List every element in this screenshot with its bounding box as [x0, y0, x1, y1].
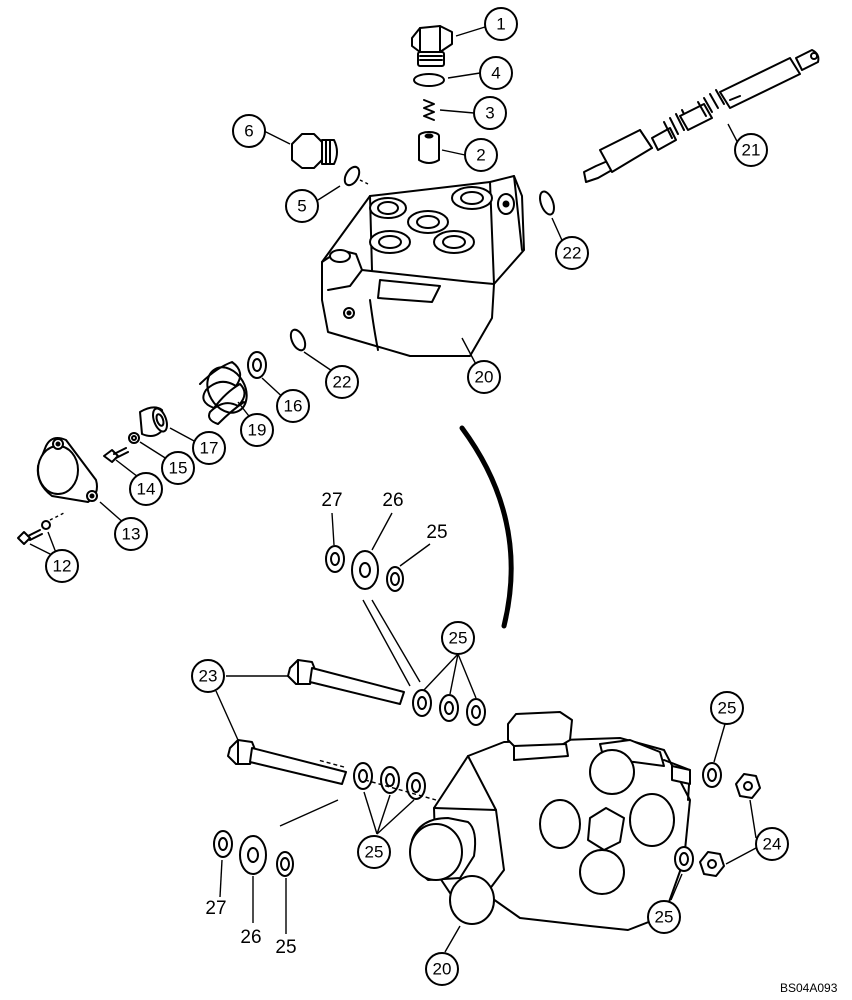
svg-text:24: 24	[763, 835, 782, 854]
callout-24: 24	[755, 827, 789, 861]
callout-22-right: 22	[555, 236, 589, 270]
washer-hole	[707, 768, 717, 782]
bushing-part-17	[139, 406, 168, 437]
svg-text:21: 21	[742, 141, 761, 160]
svg-text:1: 1	[496, 15, 505, 34]
leader-lines	[29, 26, 757, 953]
svg-text:20: 20	[475, 368, 494, 387]
o-ring-part-22-left	[289, 328, 307, 352]
poppet-part-2	[418, 131, 440, 164]
washer-part-15	[128, 432, 140, 444]
svg-text:2: 2	[476, 146, 485, 165]
drawing-code: BS04A093	[780, 981, 838, 995]
callout-15: 15	[161, 451, 195, 485]
valve-body-part-20-lower	[409, 711, 691, 931]
callout-3: 3	[473, 96, 507, 130]
nut-part-24-lower	[699, 851, 725, 877]
callout-22-left: 22	[325, 365, 359, 399]
svg-text:5: 5	[297, 197, 306, 216]
spring-part-3	[423, 99, 435, 121]
nut-part-24-upper	[735, 773, 761, 799]
valve-body-part-20-upper	[321, 175, 525, 357]
washer-group-upper	[325, 545, 404, 592]
callout-1: 1	[484, 7, 518, 41]
svg-text:23: 23	[199, 667, 218, 686]
svg-text:12: 12	[53, 557, 72, 576]
label-26-upper: 26	[382, 490, 403, 511]
callout-5: 5	[285, 189, 319, 223]
svg-text:6: 6	[244, 122, 253, 141]
svg-text:4: 4	[491, 64, 500, 83]
washer-part-25-lower-right	[674, 846, 694, 872]
spring-part-19	[199, 361, 248, 425]
svg-text:17: 17	[200, 439, 219, 458]
svg-text:22: 22	[333, 373, 352, 392]
callout-19: 19	[240, 413, 274, 447]
washer-part-25-upper-right	[702, 762, 722, 788]
svg-text:15: 15	[169, 459, 188, 478]
spool-part-21	[583, 49, 820, 183]
washer-hole	[679, 852, 689, 866]
plug-part-1	[411, 25, 453, 67]
callout-20-upper: 20	[467, 360, 501, 394]
o-ring-part-4	[413, 73, 445, 87]
svg-text:25: 25	[365, 843, 384, 862]
section-divider-arc	[459, 425, 514, 629]
svg-text:25: 25	[718, 699, 737, 718]
callout-20-lower: 20	[425, 952, 459, 986]
washer-group-bottom	[213, 830, 294, 877]
svg-text:19: 19	[248, 421, 267, 440]
svg-text:25: 25	[655, 908, 674, 927]
tie-bolt-part-23-lower	[227, 739, 347, 785]
svg-text:22: 22	[563, 244, 582, 263]
washer-part-16	[247, 351, 267, 379]
callout-25-middle: 25	[441, 621, 475, 655]
callout-6: 6	[232, 114, 266, 148]
label-25-upper: 25	[426, 522, 447, 543]
callout-21: 21	[734, 133, 768, 167]
callout-13: 13	[114, 517, 148, 551]
callout-23: 23	[191, 659, 225, 693]
svg-text:13: 13	[122, 525, 141, 544]
callout-17: 17	[192, 431, 226, 465]
svg-text:3: 3	[485, 104, 494, 123]
svg-text:16: 16	[284, 397, 303, 416]
callout-14: 14	[129, 472, 163, 506]
callout-2: 2	[464, 138, 498, 172]
callout-25-upper-right: 25	[710, 691, 744, 725]
washer-group-middle	[412, 689, 486, 726]
svg-text:25: 25	[449, 629, 468, 648]
tie-bolt-part-23-upper	[287, 659, 405, 705]
label-25-lower: 25	[275, 937, 296, 958]
end-cap-part-13	[36, 437, 98, 503]
o-ring-part-22-right	[539, 190, 555, 216]
washer-group-lower	[353, 762, 426, 800]
callout-12: 12	[45, 549, 79, 583]
screw-part-14	[103, 447, 129, 463]
label-27-lower: 27	[205, 898, 226, 919]
label-27-upper: 27	[321, 490, 342, 511]
svg-text:14: 14	[137, 480, 156, 499]
svg-text:20: 20	[433, 960, 452, 979]
callout-25-lower-right: 25	[647, 900, 681, 934]
screw-part-12	[17, 520, 51, 545]
o-ring-part-5	[343, 165, 361, 187]
callout-25-lower-center: 25	[357, 835, 391, 869]
plug-part-6	[291, 133, 338, 169]
label-26-lower: 26	[240, 927, 261, 948]
callout-4: 4	[479, 56, 513, 90]
callout-16: 16	[276, 389, 310, 423]
